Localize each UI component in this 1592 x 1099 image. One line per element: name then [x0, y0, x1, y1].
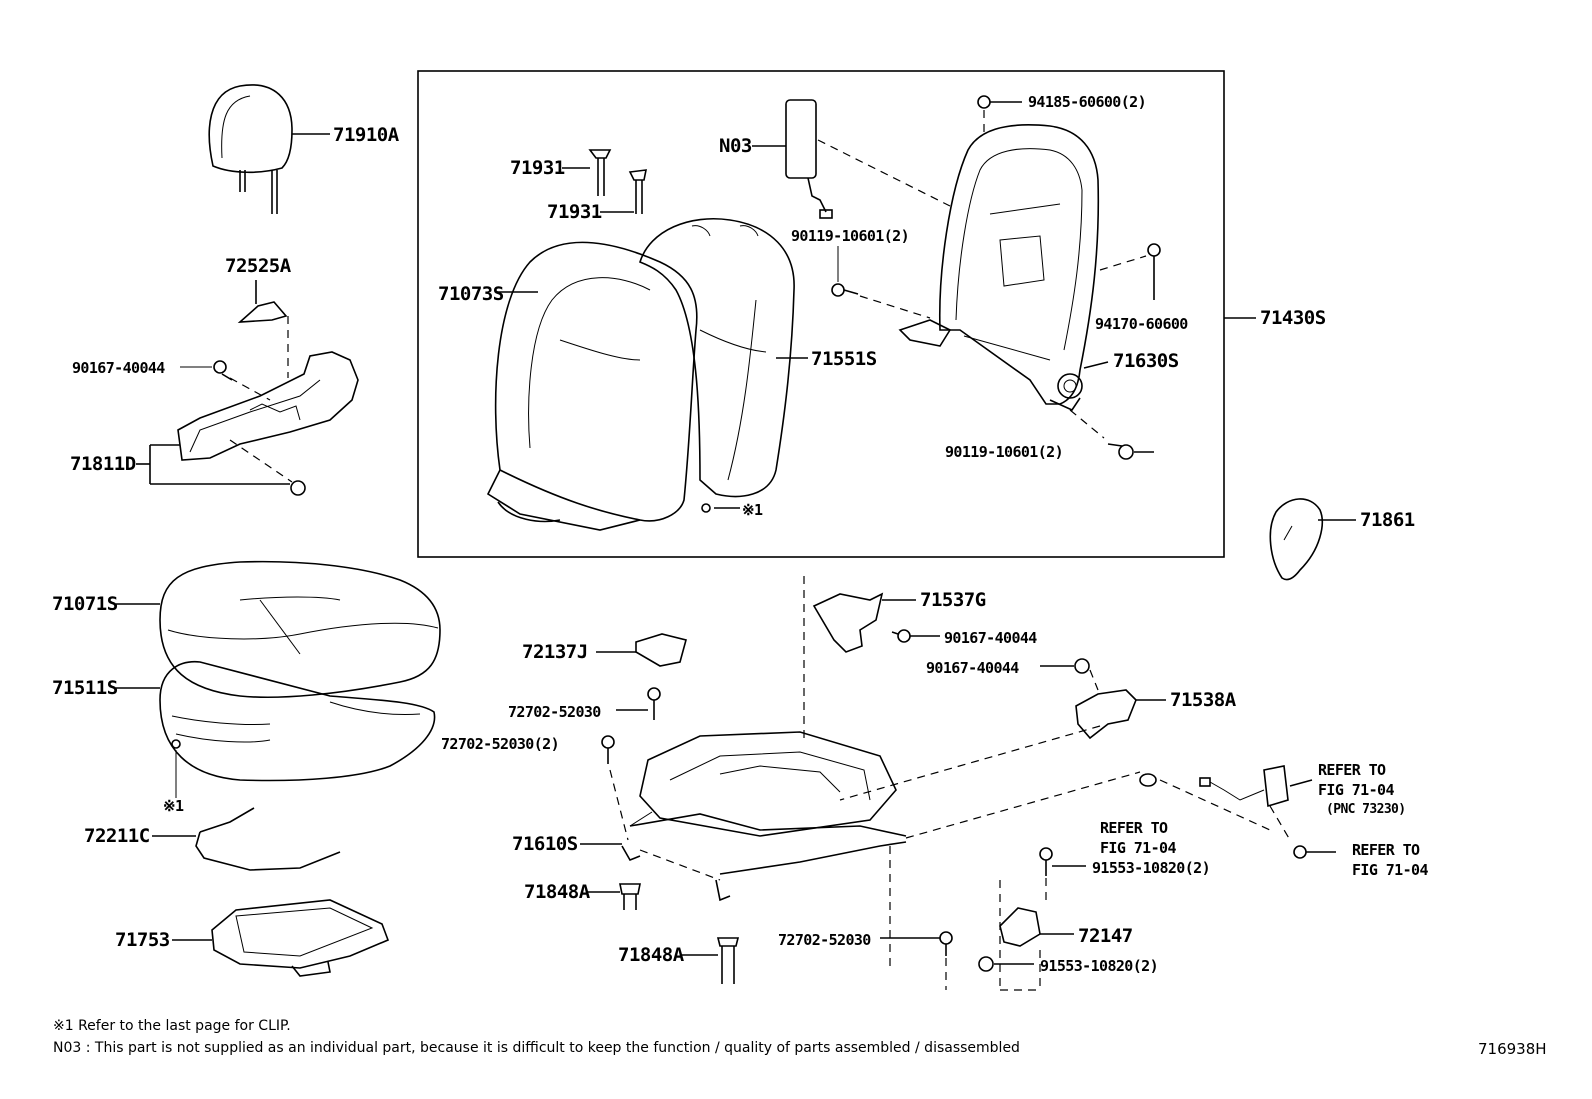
bezel-part — [237, 280, 289, 378]
label-N03: N03 — [719, 135, 752, 157]
label-90167-40044-mid: 90167-40044 — [944, 629, 1037, 647]
label-71910A: 71910A — [333, 124, 399, 146]
label-71848A-a: 71848A — [524, 881, 590, 903]
shield-part — [136, 351, 359, 496]
label-clip-ref-upper: ※1 — [742, 501, 763, 519]
label-72702-52030-a: 72702-52030 — [508, 703, 601, 721]
frame-nut — [1099, 243, 1161, 300]
n03-footnote: N03 : This part is not supplied as an in… — [53, 1040, 1020, 1056]
cushion-cover-part — [116, 660, 436, 786]
label-71811D: 71811D — [70, 453, 136, 475]
label-71931-b: 71931 — [547, 201, 602, 223]
anchor-bracket-part — [880, 847, 1086, 991]
label-refer-to-3: REFER TO — [1352, 841, 1420, 859]
cushion-wire-part — [152, 807, 341, 871]
label-72137J: 72137J — [522, 641, 588, 663]
recliner-cover-part — [1269, 498, 1356, 581]
label-71848A-b: 71848A — [618, 944, 684, 966]
label-pnc-73230: (PNC 73230) — [1326, 802, 1406, 817]
frame-bolts — [601, 687, 661, 841]
label-90167-40044-left: 90167-40044 — [72, 359, 165, 377]
label-71071S: 71071S — [52, 593, 118, 615]
label-90119-10601-upper: 90119-10601(2) — [791, 227, 910, 245]
label-71511S: 71511S — [52, 677, 118, 699]
lever-cover-part — [596, 633, 687, 667]
label-fig-71-04-2: FIG 71-04 — [1318, 781, 1394, 799]
label-90167-40044-right: 90167-40044 — [926, 659, 1019, 677]
cushion-pan-part — [172, 899, 390, 977]
label-71861: 71861 — [1360, 509, 1415, 531]
headrest-guide-pins — [562, 149, 648, 214]
seatback-frame-part — [898, 95, 1109, 412]
label-fig-71-04-3: FIG 71-04 — [1352, 861, 1428, 879]
track-caps — [586, 883, 740, 984]
side-cover-part — [803, 576, 940, 740]
frame-bolt-lower — [1069, 409, 1154, 460]
label-71073S: 71073S — [438, 283, 504, 305]
label-90119-10601-lower: 90119-10601(2) — [945, 443, 1064, 461]
label-71537G: 71537G — [920, 589, 986, 611]
diagram-code: 716938H — [1478, 1040, 1547, 1058]
label-71630S: 71630S — [1113, 350, 1179, 372]
label-72525A: 72525A — [225, 255, 291, 277]
label-71538A: 71538A — [1170, 689, 1236, 711]
label-91553-10820-upper: 91553-10820(2) — [1092, 859, 1211, 877]
label-72702-52030-b: 72702-52030(2) — [441, 735, 560, 753]
label-94185-60600: 94185-60600(2) — [1028, 93, 1147, 111]
seatback-cover-part — [639, 218, 808, 513]
frame-bolt-upper — [831, 246, 931, 319]
label-fig-71-04-1: FIG 71-04 — [1100, 839, 1176, 857]
seat-track-frame-part — [580, 731, 1141, 970]
label-refer-to-1: REFER TO — [1100, 819, 1168, 837]
label-71430S: 71430S — [1260, 307, 1326, 329]
cushion-pad-part — [116, 560, 441, 699]
seatbelt-buckle-part — [1139, 765, 1336, 859]
side-airbag-part — [752, 99, 951, 219]
label-71931-a: 71931 — [510, 157, 565, 179]
label-91553-10820-lower: 91553-10820(2) — [1040, 957, 1159, 975]
label-72211C: 72211C — [84, 825, 150, 847]
label-71753: 71753 — [115, 929, 170, 951]
label-72147: 72147 — [1078, 925, 1133, 947]
lever-part — [839, 689, 1166, 801]
label-refer-to-2: REFER TO — [1318, 761, 1386, 779]
label-71551S: 71551S — [811, 348, 877, 370]
clip-footnote: ※1 Refer to the last page for CLIP. — [53, 1018, 291, 1034]
label-72702-52030-c: 72702-52030 — [778, 931, 871, 949]
cover-screw — [1040, 658, 1099, 691]
label-clip-ref-lower: ※1 — [163, 797, 184, 815]
headrest-part — [208, 84, 330, 214]
label-71610S: 71610S — [512, 833, 578, 855]
label-94170-60600: 94170-60600 — [1095, 315, 1188, 333]
seatback-pad-part — [486, 241, 698, 531]
seat-back-group-box — [417, 70, 1225, 558]
